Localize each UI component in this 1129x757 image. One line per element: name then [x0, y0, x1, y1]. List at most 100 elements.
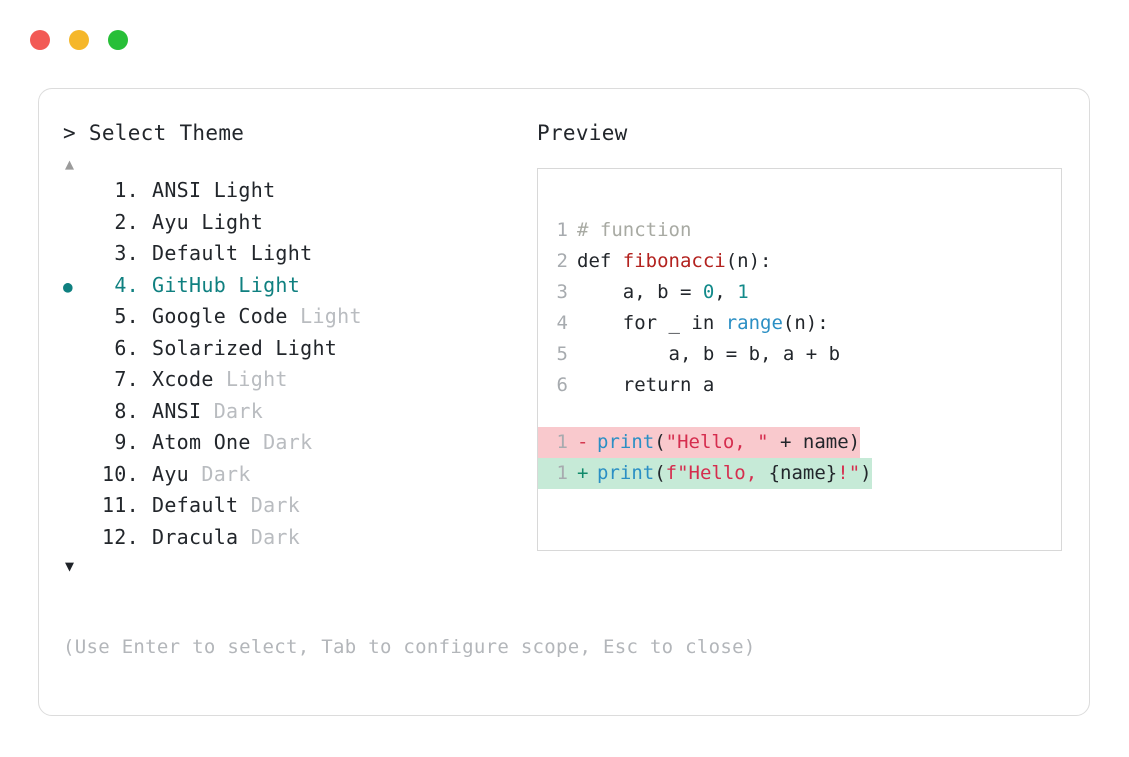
- theme-item-name: Ayu: [152, 209, 190, 234]
- theme-list-item[interactable]: 2.Ayu Light: [63, 207, 533, 239]
- code-token: # function: [577, 219, 692, 241]
- theme-item-name: Solarized: [152, 335, 264, 360]
- theme-item-name: ANSI: [152, 398, 202, 423]
- window-controls: [30, 30, 128, 50]
- code-line-text: a, b = 0, 1: [577, 277, 749, 308]
- theme-list-item[interactable]: 5.Google Code Light: [63, 301, 533, 333]
- code-token: for _ in: [577, 312, 726, 334]
- selected-bullet-icon: ●: [63, 276, 73, 296]
- code-line: 6 return a: [538, 370, 1061, 401]
- code-line-text: for _ in range(n):: [577, 308, 829, 339]
- theme-list-item[interactable]: 6. Solarized Light: [63, 333, 533, 365]
- minimize-dot[interactable]: [69, 30, 89, 50]
- theme-item-index: 4.: [114, 272, 139, 297]
- diff-marker: -: [577, 431, 589, 453]
- code-token: f"Hello,: [665, 462, 769, 484]
- theme-list-item[interactable]: 8. ANSI Dark: [63, 396, 533, 428]
- code-line-number: 3: [556, 281, 568, 303]
- scroll-down-icon[interactable]: ▼: [65, 557, 75, 575]
- code-line-number: 1: [556, 219, 568, 241]
- theme-item-index: 5.: [114, 304, 139, 328]
- theme-list-item[interactable]: ● 4. GitHub Light: [63, 270, 533, 302]
- code-token: "Hello, ": [665, 431, 769, 453]
- theme-item-name: Default: [152, 241, 239, 265]
- code-line-number: 2: [556, 250, 568, 272]
- code-line: 3 a, b = 0, 1: [538, 277, 1061, 308]
- theme-list-item[interactable]: 7.Xcode Light: [63, 364, 533, 396]
- code-line-number: 6: [556, 374, 568, 396]
- theme-item-variant: Light: [226, 272, 301, 297]
- code-token: print: [597, 462, 655, 484]
- theme-item-name: Google Code: [152, 304, 288, 328]
- code-token: !": [837, 462, 861, 484]
- code-token: 0: [702, 281, 715, 303]
- theme-item-name: GitHub: [152, 272, 227, 297]
- code-token: a, b =: [577, 281, 703, 303]
- code-token: (: [654, 462, 666, 484]
- code-gap: [538, 401, 1061, 427]
- code-line: 4 for _ in range(n):: [538, 308, 1061, 339]
- theme-item-name: Atom One: [152, 430, 251, 454]
- theme-item-index: 9.: [114, 430, 139, 454]
- diff-line-text: print("Hello, " + name): [597, 427, 860, 458]
- code-line-text: # function: [577, 215, 691, 246]
- theme-item-variant: Light: [201, 178, 276, 202]
- theme-item-index: 7.: [114, 367, 139, 391]
- page-title: > Select Theme: [63, 121, 245, 145]
- theme-item-index: 11.: [101, 493, 139, 517]
- keyboard-hint: (Use Enter to select, Tab to configure s…: [63, 636, 756, 658]
- diff-line-removed: 1-print("Hello, " + name): [538, 427, 861, 458]
- diff-lines: 1-print("Hello, " + name)1+print(f"Hello…: [538, 427, 1061, 489]
- theme-list-item[interactable]: 12.Dracula Dark: [63, 522, 533, 554]
- code-line-text: def fibonacci(n):: [577, 246, 771, 277]
- theme-item-variant: Dark: [238, 493, 301, 517]
- theme-item-variant: Dark: [250, 430, 313, 454]
- code-token: (n):: [782, 312, 829, 334]
- theme-item-name: ANSI: [152, 178, 202, 202]
- diff-line-text: print(f"Hello, {name}!"): [597, 458, 872, 489]
- code-token: range: [725, 312, 783, 334]
- code-token: def: [577, 250, 623, 272]
- code-line-number: 4: [556, 312, 568, 334]
- theme-item-variant: Light: [238, 241, 313, 265]
- theme-item-variant: Light: [263, 335, 338, 360]
- theme-list-item[interactable]: 1. ANSI Light: [63, 175, 533, 207]
- diff-line-added: 1 + print(f"Hello, {name}!"): [538, 458, 872, 489]
- maximize-dot[interactable]: [108, 30, 128, 50]
- theme-item-index: 12.: [101, 524, 139, 549]
- close-dot[interactable]: [30, 30, 50, 50]
- diff-line-number: 1: [556, 431, 568, 453]
- code-line: 2 def fibonacci(n):: [538, 246, 1061, 277]
- code-token: (n):: [725, 250, 772, 272]
- theme-list-item[interactable]: 3. Default Light: [63, 238, 533, 270]
- code-token: 1: [737, 281, 749, 303]
- theme-item-variant: Light: [189, 209, 264, 234]
- theme-list-item[interactable]: 11. Default Dark: [63, 490, 533, 522]
- theme-item-variant: Dark: [201, 398, 264, 423]
- code-token: (: [654, 431, 666, 453]
- code-token: ): [860, 462, 872, 484]
- diff-line-number: 1: [556, 462, 568, 484]
- code-token: fibonacci: [622, 250, 726, 272]
- scroll-up-icon[interactable]: ▲: [65, 155, 75, 173]
- theme-item-index: 8.: [114, 398, 139, 423]
- theme-item-index: 3.: [114, 241, 139, 265]
- theme-item-name: Xcode: [152, 367, 214, 391]
- theme-item-index: 6.: [114, 335, 139, 360]
- code-token: return a: [577, 374, 715, 396]
- diff-marker: +: [577, 462, 589, 484]
- code-line: 5 a, b = b, a + b: [538, 339, 1061, 370]
- theme-item-name: Default: [152, 493, 239, 517]
- code-line: 1 # function: [538, 215, 1061, 246]
- theme-item-index: 1.: [114, 178, 139, 202]
- theme-list-item[interactable]: 10.Ayu Dark: [63, 459, 533, 491]
- theme-item-variant: Dark: [238, 524, 301, 549]
- theme-list-item[interactable]: 9. Atom One Dark: [63, 427, 533, 459]
- code-line-number: 5: [556, 343, 568, 365]
